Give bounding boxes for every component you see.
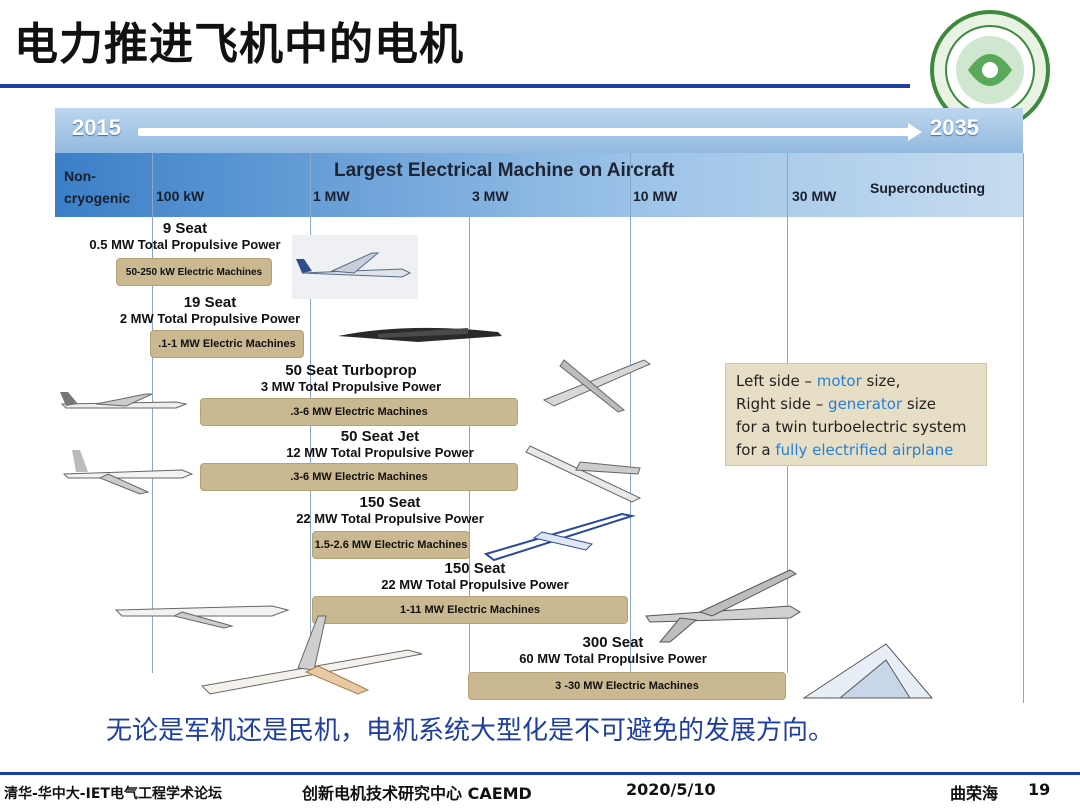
machine-bar-150-seat-a: 1.5-2.6 MW Electric Machines [312, 531, 470, 559]
aircraft-9-seat-image [292, 235, 418, 299]
footer-center: 创新电机技术研究中心 CAEMD [302, 784, 532, 803]
aircraft-turboprop-right-image [542, 359, 652, 413]
gridline-10mw [630, 153, 631, 673]
noncryogenic-label: Non-cryogenic [64, 168, 131, 206]
scale-3mw: 3 MW [472, 188, 509, 204]
footer-author: 曲荣海 [950, 784, 999, 803]
scale-30mw: 30 MW [792, 188, 837, 204]
timeline-arrow-head [908, 123, 922, 141]
machine-bar-300-seat: 3 -30 MW Electric Machines [468, 672, 786, 700]
scale-band [55, 153, 1023, 217]
footer-rule [0, 772, 1080, 775]
legend-note: Left side – motor size, Right side – gen… [725, 363, 987, 466]
timeline-end: 2035 [930, 115, 979, 140]
gridline-100kw [152, 153, 153, 673]
footer-page-number: 19 [1028, 780, 1051, 799]
aircraft-300-seat-right-image [802, 643, 934, 699]
aircraft-300-seat-left-image [200, 615, 423, 695]
machine-bar-50-seat-turboprop: .3-6 MW Electric Machines [200, 398, 518, 426]
machine-bar-9-seat: 50-250 kW Electric Machines [116, 258, 272, 286]
university-logo [930, 10, 1050, 130]
timeline-start: 2015 [72, 115, 121, 140]
category-9-seat: 9 Seat 0.5 MW Total Propulsive Power [89, 220, 281, 252]
machine-bar-19-seat: .1-1 MW Electric Machines [150, 330, 304, 358]
title-rule [0, 84, 910, 88]
scale-10mw: 10 MW [633, 188, 678, 204]
category-19-seat: 19 Seat 2 MW Total Propulsive Power [119, 294, 301, 326]
aircraft-150-seat-b-right-image [645, 569, 801, 643]
aircraft-19-seat-image [338, 327, 502, 342]
scale-1mw: 1 MW [313, 188, 350, 204]
category-50-seat-jet: 50 Seat Jet 12 MW Total Propulsive Power [286, 428, 474, 460]
category-150-seat-a: 150 Seat 22 MW Total Propulsive Power [296, 494, 484, 526]
footer-date: 2020/5/10 [626, 780, 716, 799]
aircraft-jet-left-image [62, 450, 194, 495]
figure-title: Largest Electrical Machine on Aircraft [334, 160, 675, 181]
aircraft-jet-right-image [525, 445, 642, 503]
category-150-seat-b: 150 Seat 22 MW Total Propulsive Power [381, 560, 569, 592]
category-300-seat: 300 Seat 60 MW Total Propulsive Power [519, 634, 707, 666]
aircraft-turboprop-left-image [60, 392, 188, 409]
superconducting-label: Superconducting [870, 180, 986, 196]
slide-caption: 无论是军机还是民机，电机系统大型化是不可避免的发展方向。 [106, 716, 835, 746]
scale-100kw: 100 kW [156, 188, 205, 204]
panel-right-edge [1023, 153, 1024, 703]
aircraft-150-seat-b-left-image [114, 605, 290, 629]
timeline-arrow [138, 128, 912, 136]
footer-forum: 清华-华中大-IET电气工程学术论坛 [4, 786, 222, 802]
machine-bar-50-seat-jet: .3-6 MW Electric Machines [200, 463, 518, 491]
category-50-seat-turboprop: 50 Seat Turboprop 3 MW Total Propulsive … [260, 362, 442, 394]
aircraft-150-seat-a-image [483, 512, 636, 562]
slide-title: 电力推进飞机中的电机 [14, 19, 464, 70]
machine-bar-150-seat-b: 1-11 MW Electric Machines [312, 596, 628, 624]
